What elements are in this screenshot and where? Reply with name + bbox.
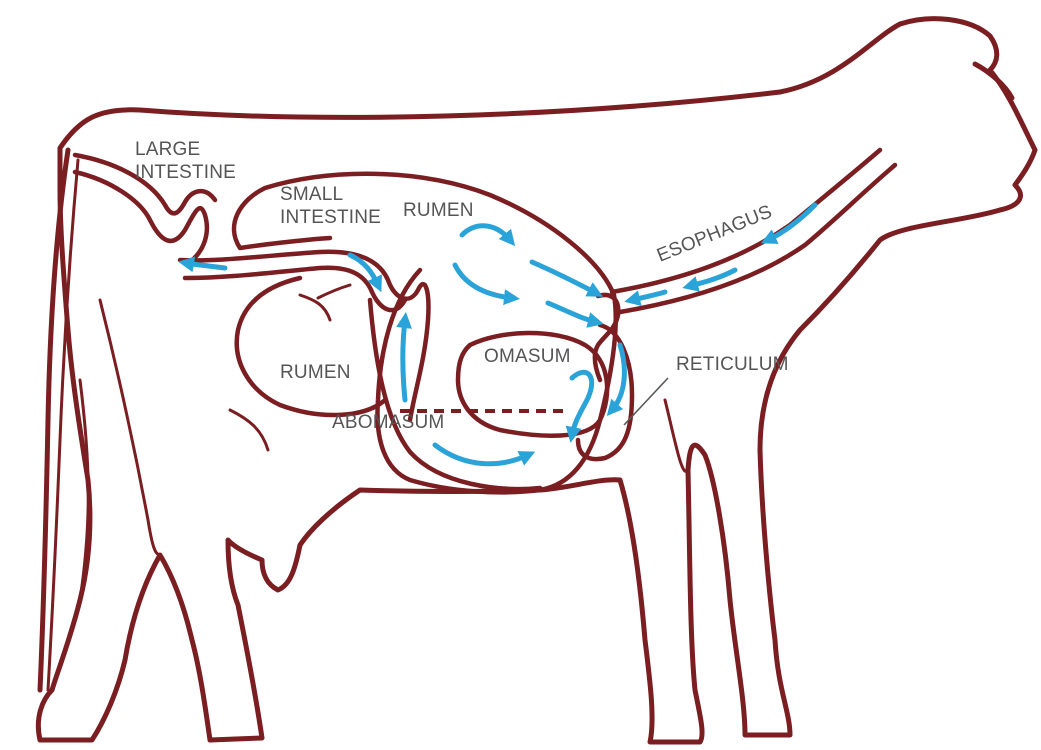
belly-fold [230,410,268,450]
flow-arrow-rumen-1 [462,226,510,240]
esophagus [612,150,895,312]
flow-arrow-esophagus-3 [632,292,665,300]
flow-arrow-omasum [572,372,592,435]
flow-arrow-large-intestine [186,263,225,268]
label-large-intestine-1: LARGE [135,139,200,160]
esophagus-lower-wall [620,165,895,312]
label-large-intestine-2: INTESTINE [135,162,236,183]
label-esophagus: ESOPHAGUS [654,201,775,266]
cow-outline [38,19,1035,742]
flow-arrow-esophagus-1 [768,205,815,240]
front-leg-contour [665,400,688,472]
cow-body-outline [38,19,1035,742]
cow-tail-outline [40,150,68,690]
label-reticulum: RETICULUM [676,354,789,375]
flow-arrow-rumen-4 [548,303,596,322]
label-rumen-top: RUMEN [403,200,474,221]
flow-arrow-abomasum [435,445,528,464]
label-rumen-left: RUMEN [280,362,351,383]
label-omasum: OMASUM [484,346,571,367]
label-small-intestine-1: SMALL [280,184,343,205]
rumen-pillar [300,285,350,320]
flow-arrow-up-intestine [403,320,405,400]
large-intestine [75,172,207,262]
label-small-intestine-2: INTESTINE [280,207,381,228]
flow-arrow-rumen-3 [532,262,596,293]
hind-leg-contour [100,300,160,555]
label-abomasum: ABOMASUM [332,412,444,433]
flow-arrow-rumen-2 [455,265,512,298]
